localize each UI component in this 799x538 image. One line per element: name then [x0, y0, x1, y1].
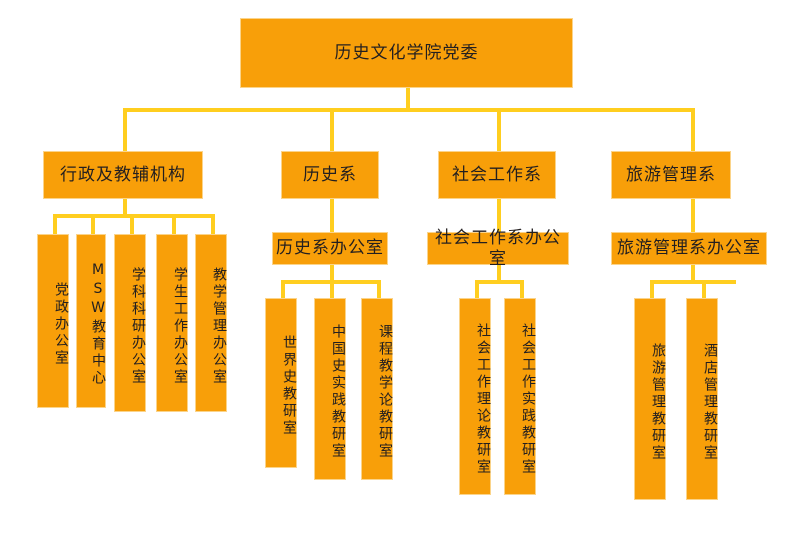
office-node-tourism[interactable]: 旅游管理系办公室 — [611, 232, 767, 265]
connector-level2-bus — [123, 108, 695, 112]
connector-history-drop-2 — [330, 280, 334, 298]
leaf-node-tourism-1[interactable]: 旅游管理教研室 — [634, 298, 666, 500]
root-node[interactable]: 历史文化学院党委 — [240, 18, 573, 88]
connector-history-bus — [281, 280, 381, 284]
connector-admin-drop-4 — [172, 214, 176, 234]
leaf-node-admin-2[interactable]: MSW教育中心 — [76, 234, 106, 408]
office-node-history[interactable]: 历史系办公室 — [272, 232, 388, 265]
connector-tourism-stem — [691, 265, 695, 282]
connector-history-drop-3 — [377, 280, 381, 298]
branch-node-tourism[interactable]: 旅游管理系 — [611, 151, 731, 199]
branch-node-history[interactable]: 历史系 — [281, 151, 379, 199]
leaf-node-history-2[interactable]: 中国史实践教研室 — [314, 298, 346, 480]
connector-socialwork-bus — [475, 280, 524, 284]
connector-admin-drop-1 — [53, 214, 57, 234]
connector-socialwork-drop-1 — [475, 280, 479, 298]
connector-drop-admin — [123, 108, 127, 151]
leaf-node-admin-5[interactable]: 教学管理办公室 — [195, 234, 227, 412]
leaf-node-history-3[interactable]: 课程教学论教研室 — [361, 298, 393, 480]
connector-admin-bus — [53, 214, 214, 218]
connector-history-drop-1 — [281, 280, 285, 298]
connector-admin-drop-3 — [130, 214, 134, 234]
connector-history-stem — [330, 265, 334, 282]
connector-tourism-office-stem — [691, 199, 695, 232]
leaf-node-socialwork-2[interactable]: 社会工作实践教研室 — [504, 298, 536, 495]
connector-tourism-bus — [650, 280, 736, 284]
branch-node-admin[interactable]: 行政及教辅机构 — [43, 151, 203, 199]
connector-admin-stem — [123, 199, 127, 216]
leaf-node-history-1[interactable]: 世界史教研室 — [265, 298, 297, 468]
connector-socialwork-drop-2 — [520, 280, 524, 298]
connector-admin-drop-2 — [91, 214, 95, 234]
connector-admin-drop-5 — [211, 214, 215, 234]
connector-drop-history — [330, 108, 334, 151]
leaf-node-socialwork-1[interactable]: 社会工作理论教研室 — [459, 298, 491, 495]
branch-node-socialwork[interactable]: 社会工作系 — [438, 151, 556, 199]
connector-root-stem — [406, 88, 410, 110]
connector-tourism-drop-2 — [702, 280, 706, 298]
leaf-node-admin-1[interactable]: 党政办公室 — [37, 234, 69, 408]
connector-drop-socialwork — [497, 108, 501, 151]
connector-socialwork-office-stem — [497, 199, 501, 232]
connector-history-office-stem — [330, 199, 334, 232]
connector-drop-tourism — [691, 108, 695, 151]
connector-tourism-drop-1 — [650, 280, 654, 298]
office-node-socialwork[interactable]: 社会工作系办公室 — [427, 228, 569, 269]
leaf-node-admin-4[interactable]: 学生工作办公室 — [156, 234, 188, 412]
leaf-node-admin-3[interactable]: 学科科研办公室 — [114, 234, 146, 412]
leaf-node-tourism-2[interactable]: 酒店管理教研室 — [686, 298, 718, 500]
